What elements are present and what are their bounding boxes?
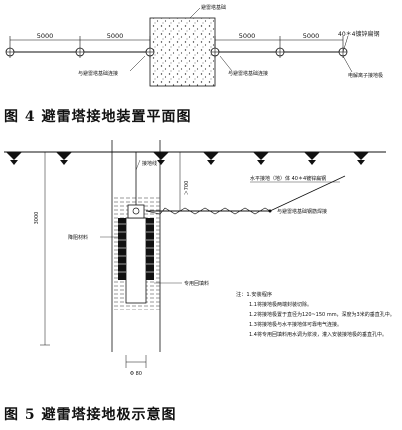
flat-steel-label: 40＊4镀锌扁钢 (338, 30, 379, 38)
right-point-label: 与避雷塔基础连接 (228, 70, 268, 77)
notes-block: 注：1.安装程序 1.1将接地极两端封装切除。 1.2将接地极置于直径为120~… (236, 290, 395, 338)
plan-view: 5000 5000 5000 5000 避雷塔基础 40＊4镀锌扁钢 电解离子接… (5, 4, 383, 87)
electrode-icon (210, 47, 220, 57)
notes-title: 注：1.安装程序 (236, 290, 272, 298)
electrode-icon (5, 47, 15, 57)
electrode-icon (145, 47, 155, 57)
note-line: 1.4将专用回填料用水调为浆液，灌入安装接地极的垂直孔中。 (249, 331, 387, 338)
note-line: 1.1将接地极两端封装切除。 (249, 301, 312, 308)
foundation-block (149, 17, 216, 87)
dim-left-1: 5000 (37, 32, 54, 40)
dim-right-1: 5000 (239, 32, 256, 40)
note-line: 1.3将接地极与水平接地体可靠电气连接。 (249, 321, 342, 328)
foundation-label: 避雷塔基础 (201, 4, 226, 11)
dim-right-2: 5000 (303, 32, 320, 40)
figure-5-caption: 图 5 避雷塔接地极示意图 (4, 407, 177, 423)
note-line: 1.2将接地极置于直径为120~150 mm，深度为3米的垂直孔中。 (249, 311, 395, 318)
flat-steel-label-2: 水平接地（地）体 40＊4镀锌扁钢 (250, 175, 326, 182)
filler-label: 专用回填料 (184, 280, 209, 287)
ground-wire-label: 接地线 (142, 160, 157, 167)
dim-left-2: 5000 (107, 32, 124, 40)
section-view: 3000 接地线 (4, 140, 386, 377)
figure-4-caption: 图 4 避雷塔接地装置平面图 (4, 109, 192, 125)
dim-700-label: ＞700 (184, 181, 190, 196)
connect-label: 与避雷塔基础钢筋焊接 (277, 208, 327, 215)
end-electrode-label: 电解离子接地极 (348, 72, 383, 79)
left-point-label: 与避雷塔基础连接 (78, 70, 118, 77)
electrode-icon (275, 47, 285, 57)
conductor-coil (118, 218, 154, 280)
backfill-label: 降阻材料 (68, 234, 88, 241)
depth-dim-label: 3000 (34, 212, 40, 225)
electrode-icon (75, 47, 85, 57)
ground-symbols (6, 152, 369, 165)
electrode-body (125, 217, 147, 304)
diameter-label: Φ 80 (130, 371, 142, 377)
